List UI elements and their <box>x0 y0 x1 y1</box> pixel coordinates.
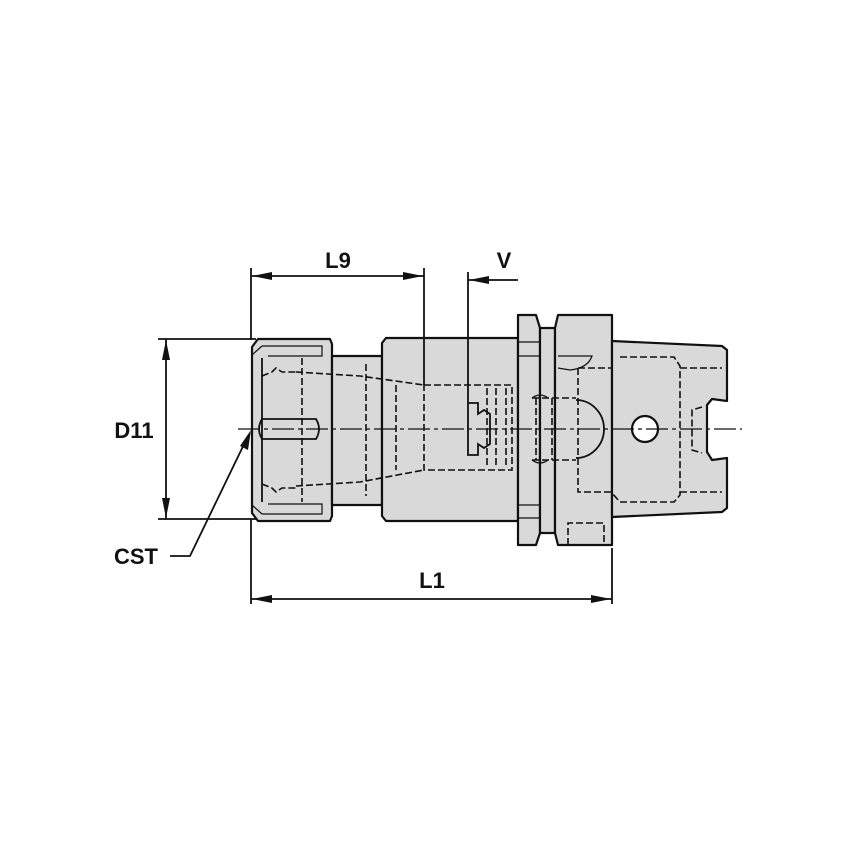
l1-arrow-left <box>252 595 272 603</box>
collet-nut <box>250 337 334 523</box>
bore-steps <box>301 358 397 502</box>
internal-bore <box>423 384 513 471</box>
l9-label: L9 <box>325 248 351 273</box>
shank-pocket <box>577 356 722 503</box>
collet-nut-slot-bottom <box>262 503 323 515</box>
flange-right <box>553 313 614 547</box>
flange-keyslot <box>567 522 605 545</box>
shank-slot-inner <box>691 406 703 454</box>
d11-label: D11 <box>114 418 153 443</box>
collet-slot <box>258 418 320 440</box>
collet-nut-slot-top <box>262 345 323 357</box>
l1-arrow-right <box>591 595 611 603</box>
bore-taper <box>295 371 425 487</box>
v-label: V <box>497 248 512 273</box>
cst-leader <box>170 435 249 557</box>
l1-label: L1 <box>419 568 445 593</box>
collet-taper-top <box>261 366 296 377</box>
flange-line-1 <box>518 341 540 519</box>
coolant-screw <box>467 402 491 456</box>
cst-label: CST <box>114 544 159 569</box>
d11-arrow-top <box>162 340 170 360</box>
l9-arrow-left <box>252 272 272 280</box>
flange-keyway-curve <box>557 355 593 371</box>
l9-arrow-right <box>403 272 423 280</box>
screw-ring <box>486 388 507 468</box>
v-arrow <box>469 276 489 284</box>
stud-neck <box>531 394 549 464</box>
collet-nut-chamfer <box>251 345 263 515</box>
cst-arrow <box>240 430 251 450</box>
stud-dome <box>575 399 605 459</box>
collet-taper-bottom <box>261 483 296 494</box>
d11-arrow-bottom <box>162 498 170 518</box>
drawbar-stud <box>532 397 576 461</box>
hsk-shank <box>610 339 729 519</box>
